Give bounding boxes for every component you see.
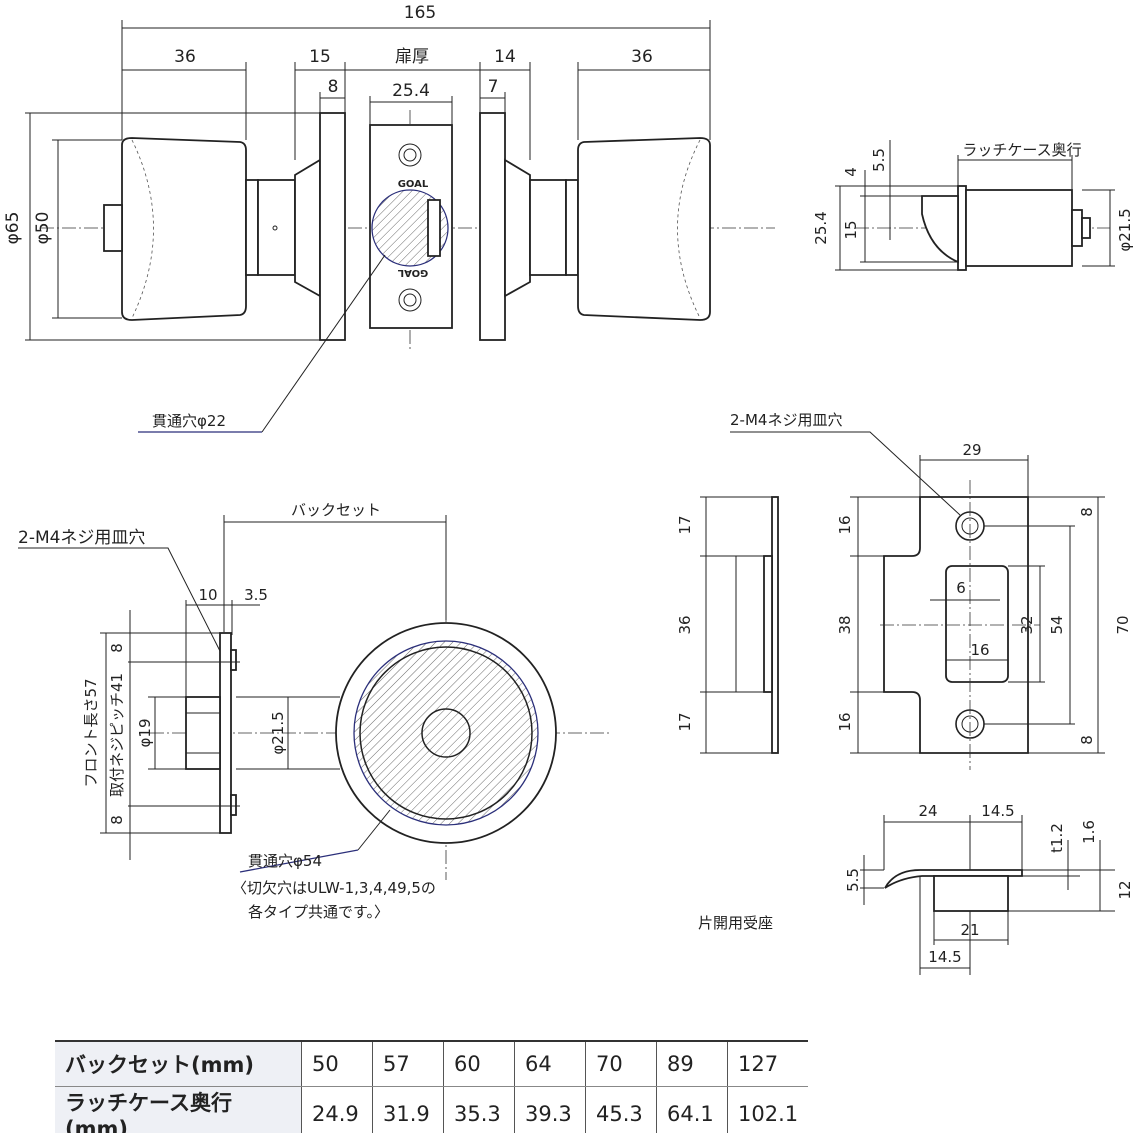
strike-dim-70: 70 [1114,615,1132,634]
dim-knob-left: 36 [174,47,196,67]
table-cell: 50 [301,1040,373,1087]
dim-diameter-19: φ19 [136,719,154,748]
dim-plate-right: 7 [488,77,499,97]
table-row: バックセット(mm) 50 57 60 64 70 89 127 [55,1040,809,1087]
table-cell: 64 [514,1040,586,1087]
dim-3-5: 3.5 [244,586,268,604]
dim-plate-left: 8 [328,77,339,97]
table-cell: 31.9 [372,1086,444,1133]
strike-dim-16-top: 16 [836,515,854,534]
row-header: ラッチケース奥行(mm) [55,1086,302,1133]
table-cell: 102.1 [727,1086,809,1133]
dim-diameter-21-5: φ21.5 [269,711,287,754]
strike-dim-8-top: 8 [1078,507,1096,517]
dim-diameter-65: φ65 [3,212,23,245]
section-screw-hole-label: 2-M4ネジ用皿穴 [18,528,145,548]
table-cell: 127 [727,1040,809,1087]
table-row: ラッチケース奥行(mm) 24.9 31.9 35.3 39.3 45.3 64… [55,1086,809,1133]
left-knob [121,137,247,321]
side-dim-17-bottom: 17 [676,712,694,731]
latch-side-view: ラッチケース奥行 4 5.5 25.4 15 φ21.5 [812,140,1134,271]
strike-dim-8-bottom: 8 [1078,735,1096,745]
brand-label-bottom: GOAL [397,267,428,278]
backset-label: バックセット [291,501,381,519]
note-line-2: 各タイプ共通です。〉 [248,903,389,921]
latch-depth-label: ラッチケース奥行 [962,141,1081,159]
table-cell: 45.3 [585,1086,657,1133]
bottom-dim-24: 24 [918,802,937,820]
dim-5-5: 5.5 [870,148,888,172]
dim-8-top: 8 [108,643,126,653]
section-view: バックセット 2-M4ネジ用皿穴 10 3.5 8 取付ネジピッチ41 フロント… [18,501,610,921]
dim-4: 4 [842,167,860,177]
bottom-dim-5-5: 5.5 [844,868,862,892]
side-dim-17-top: 17 [676,515,694,534]
strike-caption: 片開用受座 [698,914,773,932]
through-hole-22-label: 貫通穴φ22 [152,412,226,430]
bottom-dim-14-5b: 14.5 [928,948,961,966]
dim-overall: 165 [404,3,436,23]
strike-plate-view: 17 36 17 29 2-M4ネジ用皿穴 16 38 16 8 54 32 7… [676,411,1134,975]
table-cell: 70 [585,1040,657,1087]
dim-10: 10 [198,586,217,604]
dim-25-4: 25.4 [812,211,830,244]
strike-dim-54: 54 [1048,615,1066,634]
note-line-1: 〈切欠穴はULW-1,3,4,49,5の [232,879,436,897]
right-knob [577,137,711,321]
bottom-dim-14-5: 14.5 [981,802,1014,820]
strike-dim-6: 6 [956,579,966,597]
dim-diameter-21-5: φ21.5 [1116,208,1134,251]
row-header: バックセット(mm) [55,1040,302,1087]
table-cell: 60 [443,1040,515,1087]
strike-dim-16-mid: 16 [970,641,989,659]
front-length-label: フロント長さ57 [82,678,100,787]
dim-rose-left: 15 [309,47,331,67]
mount-pitch-label: 取付ネジピッチ41 [108,673,126,797]
table-cell: 35.3 [443,1086,515,1133]
table-cell: 24.9 [301,1086,373,1133]
bottom-dim-12: 12 [1116,880,1134,899]
table-cell: 89 [656,1040,728,1087]
dim-8-bottom: 8 [108,815,126,825]
bottom-dim-1-6: 1.6 [1080,820,1098,844]
dim-strike-width: 25.4 [392,81,430,101]
dim-15: 15 [842,220,860,239]
strike-dim-32: 32 [1018,615,1036,634]
side-dim-36: 36 [676,615,694,634]
strike-screw-hole-label: 2-M4ネジ用皿穴 [730,411,842,429]
backset-table: バックセット(mm) 50 57 60 64 70 89 127 ラッチケース奥… [55,1040,809,1133]
table-cell: 39.3 [514,1086,586,1133]
bottom-dim-t1-2: t1.2 [1048,823,1066,853]
brand-label-top: GOAL [398,179,429,190]
through-hole-54-label: 貫通穴φ54 [248,852,322,870]
dim-diameter-50: φ50 [33,212,53,245]
strike-dim-38: 38 [836,615,854,634]
dim-rose-right: 14 [494,47,516,67]
table-cell: 64.1 [656,1086,728,1133]
dim-door-thickness: 扉厚 [395,47,429,67]
dim-knob-right: 36 [631,47,653,67]
strike-width-29: 29 [962,441,981,459]
top-view: 165 36 15 扉厚 14 36 8 25.4 7 φ65 φ50 GOAL… [3,3,775,433]
strike-dim-16-bottom: 16 [836,712,854,731]
table-cell: 57 [372,1040,444,1087]
